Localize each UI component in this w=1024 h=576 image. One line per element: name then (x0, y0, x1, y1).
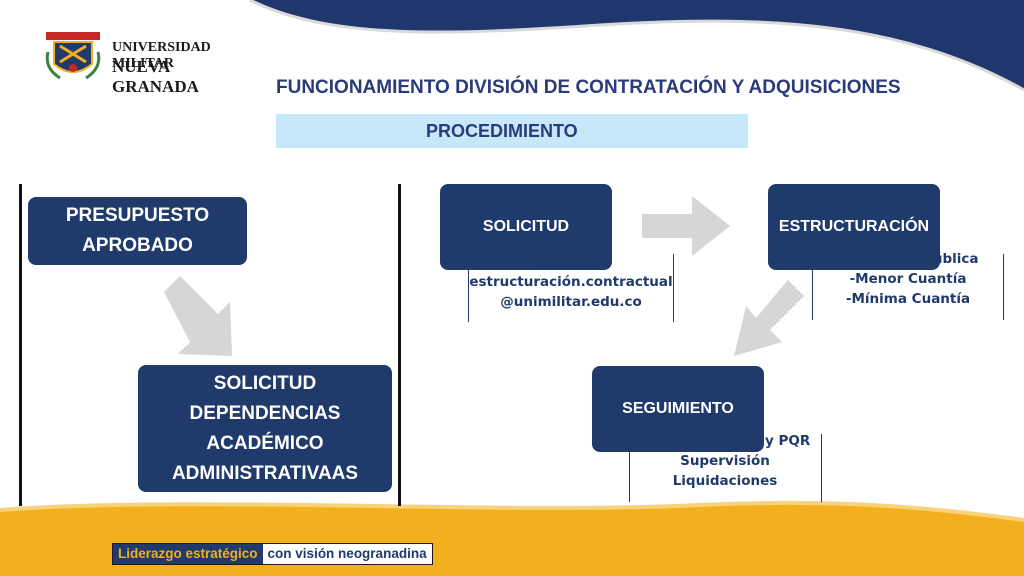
solicitud-note-left-line (468, 254, 469, 322)
box-line: ACADÉMICO (206, 432, 324, 454)
reparto-note: REPARTO: estructuración.contractual @uni… (462, 252, 680, 312)
estructuracion-notes: -Invitación Pública -Menor Cuantía -Míni… (820, 249, 996, 309)
arrow-right-icon (642, 196, 730, 256)
logo-text-line1: UNIVERSIDAD MILITAR (112, 40, 211, 71)
note-line: Requerimientos y PQR (639, 433, 811, 449)
left-divider (19, 184, 22, 506)
presupuesto-aprobado-box: PRESUPUESTO APROBADO (28, 197, 247, 265)
note-line: -Menor Cuantía (849, 271, 967, 287)
estructuracion-note-right-line (1003, 254, 1004, 320)
subtitle-banner: PROCEDIMIENTO (276, 114, 748, 148)
seguimiento-label: SEGUIMIENTO (622, 400, 734, 417)
middle-divider (398, 184, 401, 506)
estructuracion-note-left-line (812, 254, 813, 320)
estructuracion-label: ESTRUCTURACIÓN (778, 218, 930, 235)
note-line: @unimilitar.edu.co (500, 294, 642, 310)
box-line: DEPENDENCIAS (189, 402, 341, 424)
slogan-part2: con visión neogranadina (262, 544, 432, 564)
solicitud-note-right-line (673, 254, 674, 322)
arrow-down-left-icon (734, 280, 804, 356)
seguimiento-box: SEGUIMIENTO (592, 366, 764, 452)
note-line: estructuración.contractual (469, 274, 673, 290)
shield-icon (45, 32, 101, 80)
note-line: -Mínima Cuantía (845, 291, 971, 307)
box-line: ADMINISTRATIVAAS (171, 462, 359, 484)
subtitle-text: PROCEDIMIENTO (426, 121, 578, 141)
box-line: SOLICITUD (213, 372, 317, 394)
footer-slogan: Liderazgo estratégico con visión neogran… (112, 543, 433, 565)
note-line: REPARTO: (533, 254, 609, 270)
solicitud-dependencias-box: SOLICITUD DEPENDENCIAS ACADÉMICO ADMINIS… (138, 365, 392, 492)
seguimiento-note-right-line (821, 434, 822, 502)
box-line: APROBADO (82, 235, 193, 256)
university-logo: UNIVERSIDAD MILITAR NUEVA GRANADA (40, 22, 250, 96)
seguimiento-note-left-line (629, 434, 630, 502)
top-wave-decoration (249, 0, 1024, 92)
logo-text-line2: NUEVA GRANADA (112, 57, 199, 96)
note-line: Supervisión (680, 453, 770, 469)
note-line: -Invitación Pública (837, 251, 979, 267)
box-line: PRESUPUESTO (65, 205, 210, 226)
note-line: Liquidaciones (672, 473, 778, 489)
seguimiento-notes: Requerimientos y PQR Supervisión Liquida… (632, 431, 818, 491)
estructuracion-box: ESTRUCTURACIÓN (768, 184, 940, 270)
page-title: FUNCIONAMIENTO DIVISIÓN DE CONTRATACIÓN … (276, 77, 901, 98)
arrow-down-right-icon (164, 276, 232, 356)
slogan-part1: Liderazgo estratégico (113, 544, 263, 564)
solicitud-label: SOLICITUD (482, 218, 570, 235)
